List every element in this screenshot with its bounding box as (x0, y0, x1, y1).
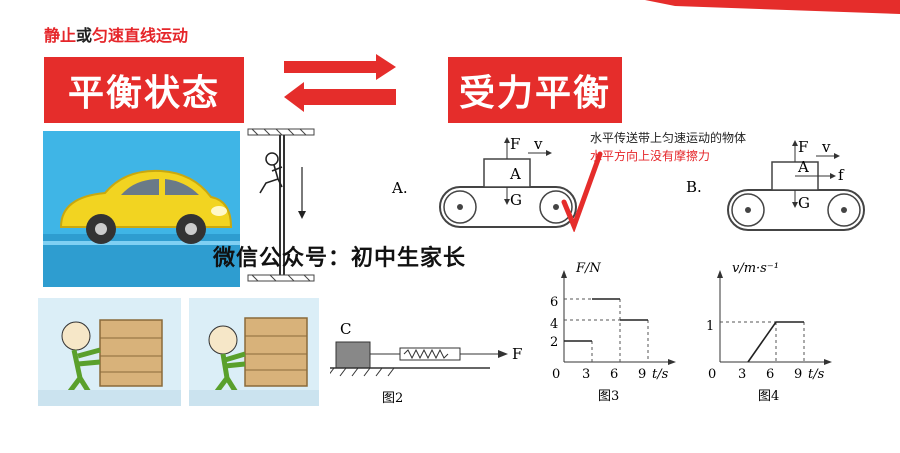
gravity-label-a: G (510, 191, 522, 209)
fig4-x-arrow (824, 359, 832, 365)
figure-4-caption: 图4 (758, 389, 779, 404)
block-c-label: C (340, 320, 351, 338)
or-word: 或 (76, 26, 93, 45)
fig4-ylabel: v/m·s⁻¹ (732, 261, 779, 276)
fig4-xtick-6: 6 (766, 367, 774, 382)
fig3-ylabel: F/N (575, 261, 601, 276)
fig4-ytick-1: 1 (706, 319, 714, 334)
friction-label-b: f (838, 166, 845, 184)
velocity-label-b: v (821, 138, 831, 156)
belt-diagram-a: A. F v A G (391, 135, 577, 228)
pull-force-label: F (512, 345, 522, 363)
correct-check-icon (561, 151, 603, 232)
fig3-xtick-9: 9 (638, 367, 646, 382)
fig4-velocity-line (747, 321, 804, 363)
equilibrium-state-box: 平衡状态 (44, 57, 244, 123)
annotation-line-2: 水平方向上没有摩擦力 (590, 149, 711, 163)
figure-3-caption: 图3 (598, 389, 619, 404)
push-box-illustration-1 (38, 298, 181, 406)
fig4-xlabel: t/s (808, 367, 825, 382)
option-b-label: B. (686, 178, 702, 196)
equivalence-arrows (284, 54, 396, 112)
wechat-watermark: 微信公众号：初中生家长 (213, 246, 467, 271)
fig3-xtick-0: 0 (552, 367, 560, 382)
force-balance-box: 受力平衡 (448, 57, 622, 123)
car-illustration (43, 131, 240, 287)
fig3-xtick-6: 6 (610, 367, 618, 382)
pole-climber-illustration (247, 128, 315, 282)
fig3-ytick-4: 4 (550, 317, 558, 332)
fig3-xlabel: t/s (652, 367, 669, 382)
fig3-ytick-6: 6 (550, 295, 558, 310)
figure-4-velocity-time-chart: v/m·s⁻¹ 1 0 3 6 9 t/s 图4 (706, 261, 832, 404)
fig3-y-arrow (561, 270, 567, 278)
force-balance-title: 受力平衡 (458, 73, 611, 114)
force-label-b: F (798, 138, 808, 156)
fig4-xtick-0: 0 (708, 367, 716, 382)
belt-diagram-b: B. F v A f G (686, 138, 865, 231)
fig3-ytick-2: 2 (550, 335, 558, 350)
corner-decoration (645, 0, 900, 14)
block-label-b: A (797, 158, 809, 176)
annotation-line-1: 水平传送带上匀速运动的物体 (590, 131, 747, 145)
fig4-xtick-9: 9 (794, 367, 802, 382)
equilibrium-state-title: 平衡状态 (67, 73, 220, 114)
block-label-a: A (509, 165, 521, 183)
state-caption: 静止或匀速直线运动 (44, 22, 188, 46)
fig4-y-arrow (717, 270, 723, 278)
figure-2-caption: 图2 (382, 391, 403, 406)
figure-2-spring-scale: C F 图2 (330, 320, 522, 406)
push-box-illustration-2 (189, 298, 319, 406)
force-label-a: F (510, 135, 520, 153)
velocity-label-a: v (533, 135, 543, 153)
figure-3-force-time-chart: F/N 6 4 2 0 3 6 9 t/s 图3 (550, 261, 676, 404)
state-static: 静止 (44, 26, 77, 45)
state-uniform-motion: 匀速直线运动 (92, 26, 189, 45)
option-a-label: A. (391, 179, 408, 197)
fig3-x-arrow (668, 359, 676, 365)
gravity-label-b: G (798, 194, 810, 212)
fig3-xtick-3: 3 (582, 367, 590, 382)
fig4-xtick-3: 3 (738, 367, 746, 382)
